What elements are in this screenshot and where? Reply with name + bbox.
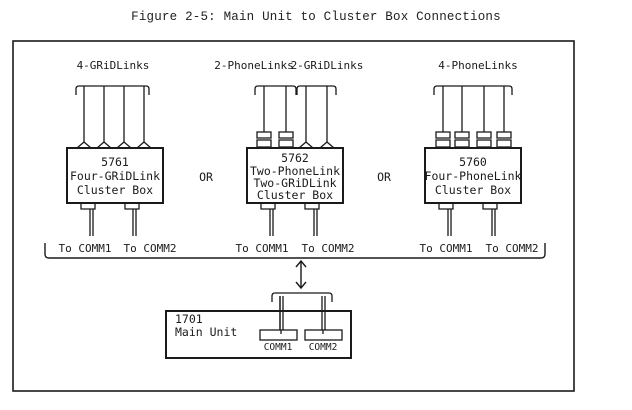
cluster-box-5760: 4-PhoneLinks 5760 Four-PhoneLink Cluster… [420,59,539,255]
comm1-port-label: COMM1 [264,342,293,353]
output-label-comm2: To COMM2 [302,242,355,255]
port-cables [256,86,335,149]
box-name-line: Cluster Box [435,183,511,197]
output-connectors [438,203,498,236]
main-unit-name: Main Unit [175,325,237,339]
figure-title: Figure 2-5: Main Unit to Cluster Box Con… [131,10,501,24]
box-name-line: Four-PhoneLink [425,169,522,183]
box-name-line: Two-GRiDLink [253,176,336,190]
box-name-line: Four-GRiDLink [70,169,160,183]
group-label-4-phonelinks: 4-PhoneLinks [438,59,517,72]
cluster-box [246,147,344,204]
group-label-4-gridlinks: 4-GRiDLinks [77,59,150,72]
group-label-2-gridlinks: 2-GRiDLinks [291,59,364,72]
comm1-port [259,329,298,341]
box-name-line: Cluster Box [77,183,153,197]
group-label-2-phonelinks: 2-PhoneLinks [214,59,293,72]
box-model: 5762 [281,151,309,165]
bidirectional-arrow-icon [295,259,307,290]
output-label-comm1: To COMM1 [420,242,473,255]
main-unit-cables [279,296,326,333]
group-bracket [75,85,150,95]
cluster-box-5761: 4-GRiDLinks 5761 Four-GRiDLink Cluster B… [59,59,177,255]
options-bracket [44,243,546,259]
main-unit-box [165,310,352,359]
output-label-comm1: To COMM1 [59,242,112,255]
phonelink-cables [435,86,512,148]
box-model: 5761 [101,155,129,169]
output-connectors [260,203,320,236]
output-connectors [80,203,140,236]
box-name-line: Cluster Box [257,188,333,202]
box-name-line: Two-PhoneLink [250,164,340,178]
output-label-comm1: To COMM1 [236,242,289,255]
main-unit-bracket [271,292,333,302]
group-bracket [254,85,297,95]
cluster-box [424,147,522,204]
output-label-comm2: To COMM2 [124,242,177,255]
cluster-box-5762: 2-PhoneLinks 2-GRiDLinks 5762 Two-PhoneL… [214,59,363,255]
comm2-port-label: COMM2 [309,342,338,353]
main-unit-1701: 1701 Main Unit COMM1 COMM2 [165,296,352,359]
figure-frame [12,40,575,392]
box-model: 5760 [459,155,487,169]
or-separator: OR [199,170,213,184]
output-label-comm2: To COMM2 [486,242,539,255]
group-bracket [296,85,337,95]
main-unit-model: 1701 [175,312,203,326]
gridlink-cables [76,86,152,149]
group-bracket [433,85,513,95]
or-separator: OR [377,170,391,184]
cluster-box [66,147,164,204]
